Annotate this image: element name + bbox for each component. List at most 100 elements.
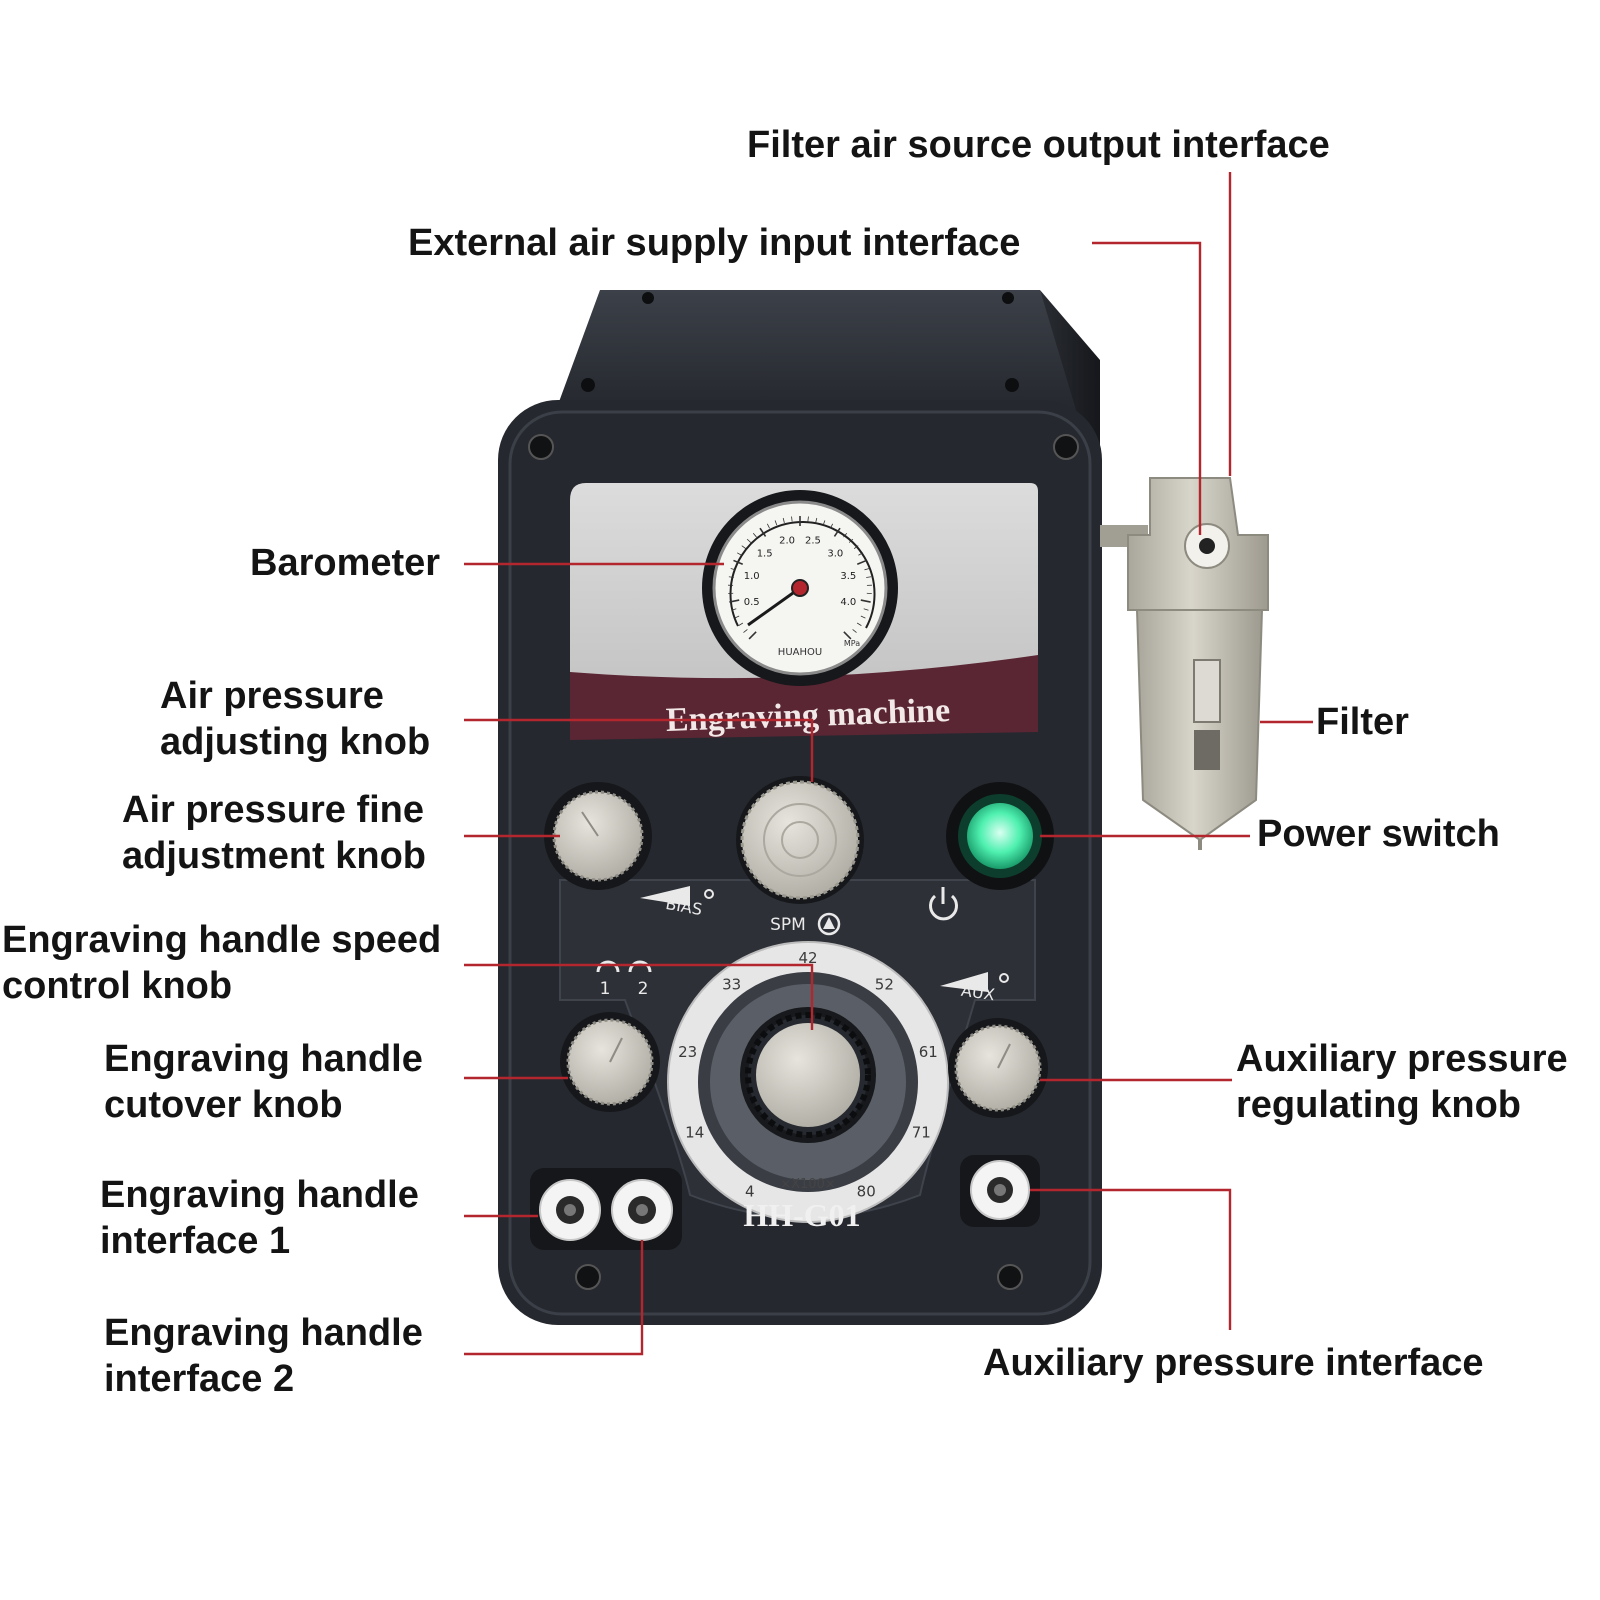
- gauge-scale-label: 0.5: [744, 597, 760, 608]
- dial-tick-label: 4: [745, 1182, 755, 1200]
- gauge-tick: [748, 631, 757, 640]
- corner-screws: [528, 434, 1079, 1290]
- gauge-tick: [728, 576, 734, 578]
- gauge-scale-label: 2.0: [779, 536, 795, 547]
- gauge-scale-label: 1.0: [744, 571, 760, 582]
- fine-adjustment-knob[interactable]: [544, 782, 652, 890]
- handle-selector-2: 2: [638, 979, 649, 999]
- aux-dot-icon: [999, 973, 1009, 983]
- gauge-scale-label: 1.5: [757, 549, 773, 560]
- gauge-tick: [736, 552, 742, 556]
- gauge-tick: [734, 615, 740, 619]
- handle-selector-icon: [596, 960, 652, 973]
- gauge-tick: [743, 629, 748, 633]
- handle-selector-1: 1: [600, 979, 611, 999]
- leader-aux-interface: [1030, 1188, 1232, 1330]
- dial-tick-label: 80: [857, 1182, 876, 1200]
- engraving-handle-port-1[interactable]: [539, 1179, 601, 1241]
- air-pressure-adjusting-knob[interactable]: [736, 776, 864, 904]
- leader-lines: [464, 172, 1313, 1356]
- leader-external-air-input: [1092, 241, 1202, 535]
- dial-tick-label: 71: [912, 1123, 931, 1141]
- dial-tick-label: 52: [875, 975, 894, 993]
- gauge-tick: [866, 576, 872, 578]
- label-speed-control-knob: Engraving handle speed control knob: [2, 919, 442, 1007]
- gauge-tick: [822, 520, 826, 526]
- gauge-tick: [791, 516, 793, 522]
- gauge-tick: [852, 629, 857, 633]
- power-switch[interactable]: [946, 782, 1054, 890]
- cutover-knob[interactable]: [560, 1012, 660, 1112]
- power-icon: [929, 887, 958, 921]
- leader-handle-interface-2: [464, 1240, 644, 1356]
- gauge-scale-label: 4.0: [840, 597, 856, 608]
- gauge-tick: [860, 615, 866, 619]
- leader-speed-control: [464, 963, 814, 1030]
- gauge-scale-labels: 0.5 1.0 1.5 2.0 2.5 3.0 3.5 4.0: [744, 536, 856, 608]
- leader-air-pressure-knob: [464, 718, 814, 782]
- label-cutover-knob: Engraving handle cutover knob: [104, 1038, 423, 1126]
- filter-bowl: [1135, 609, 1264, 842]
- gauge-tick: [782, 517, 785, 523]
- gauge-tick: [863, 608, 869, 611]
- label-handle-interface-1: Engraving handle interface 1: [100, 1174, 419, 1262]
- barometer-gauge: 0.5 1.0 1.5 2.0 2.5 3.0 3.5 4.0 HUAHOU MPa: [702, 490, 898, 686]
- bias-dot-icon: [704, 889, 714, 899]
- gauge-tick: [843, 532, 848, 538]
- gauge-tick: [860, 599, 871, 603]
- model-label: HH-G01: [743, 1197, 860, 1233]
- dial-tick-label: 23: [678, 1043, 697, 1061]
- gauge-tick: [738, 622, 744, 626]
- bias-wedge-icon: [640, 886, 690, 906]
- gauge-unit: MPa: [844, 639, 860, 648]
- label-air-pressure-adjusting-knob: Air pressure adjusting knob: [160, 675, 431, 763]
- gauge-tick: [766, 523, 770, 529]
- label-external-air-supply-input: External air supply input interface: [408, 222, 1021, 264]
- label-filter-air-source-output: Filter air source output interface: [747, 124, 1330, 166]
- gauge-scale-label: 3.0: [827, 549, 843, 560]
- gauge-scale-label: 3.5: [840, 571, 856, 582]
- auxiliary-pressure-port[interactable]: [970, 1160, 1030, 1220]
- gauge-tick: [864, 568, 870, 571]
- gauge-brand: HUAHOU: [778, 647, 822, 658]
- speed-control-knob[interactable]: [740, 1007, 876, 1143]
- gauge-tick: [733, 559, 744, 566]
- gauge-needle: [747, 586, 801, 627]
- spm-label: SPM: [770, 915, 806, 935]
- gauge-tick: [815, 517, 818, 523]
- gauge-tick: [731, 608, 737, 611]
- gauge-tick: [853, 545, 859, 549]
- dial-tick-label: 42: [798, 949, 817, 967]
- label-auxiliary-regulating-knob: Auxiliary pressure regulating knob: [1236, 1038, 1568, 1126]
- dial-tick-label: 33: [722, 975, 741, 993]
- gauge-tick: [741, 545, 747, 549]
- gauge-tick: [730, 568, 736, 571]
- label-auxiliary-pressure-interface: Auxiliary pressure interface: [983, 1342, 1484, 1384]
- gauge-tick: [848, 538, 854, 543]
- label-power-switch: Power switch: [1257, 813, 1500, 855]
- dial-tick-labels: 42 52 61 71 80 4 14 23 33: [678, 949, 938, 1200]
- gauge-tick: [752, 532, 757, 538]
- label-barometer: Barometer: [250, 542, 441, 584]
- auxiliary-regulating-knob[interactable]: [948, 1018, 1048, 1118]
- gauge-tick: [843, 631, 852, 640]
- label-filter: Filter: [1316, 701, 1409, 743]
- gauge-scale-label: 2.5: [805, 536, 821, 547]
- label-air-pressure-fine-adjustment: Air pressure fine adjustment knob: [122, 789, 427, 877]
- title-band: [570, 655, 1038, 740]
- gauge-tick: [856, 622, 862, 626]
- gauge-tick: [858, 552, 864, 556]
- gauge-tick: [856, 559, 867, 566]
- aux-label: AUX: [960, 981, 996, 1004]
- engraving-handle-port-2[interactable]: [611, 1179, 673, 1241]
- spm-arrow-icon: [817, 912, 841, 936]
- dial-tick-label: 61: [919, 1043, 938, 1061]
- label-handle-interface-2: Engraving handle interface 2: [104, 1312, 423, 1400]
- gauge-tick: [746, 538, 752, 543]
- dial-tick-label: 14: [685, 1123, 704, 1141]
- dial-multiplier: ×X100×: [780, 1177, 836, 1192]
- filter-output-port[interactable]: [1184, 523, 1230, 569]
- gauge-ticks: [728, 516, 872, 640]
